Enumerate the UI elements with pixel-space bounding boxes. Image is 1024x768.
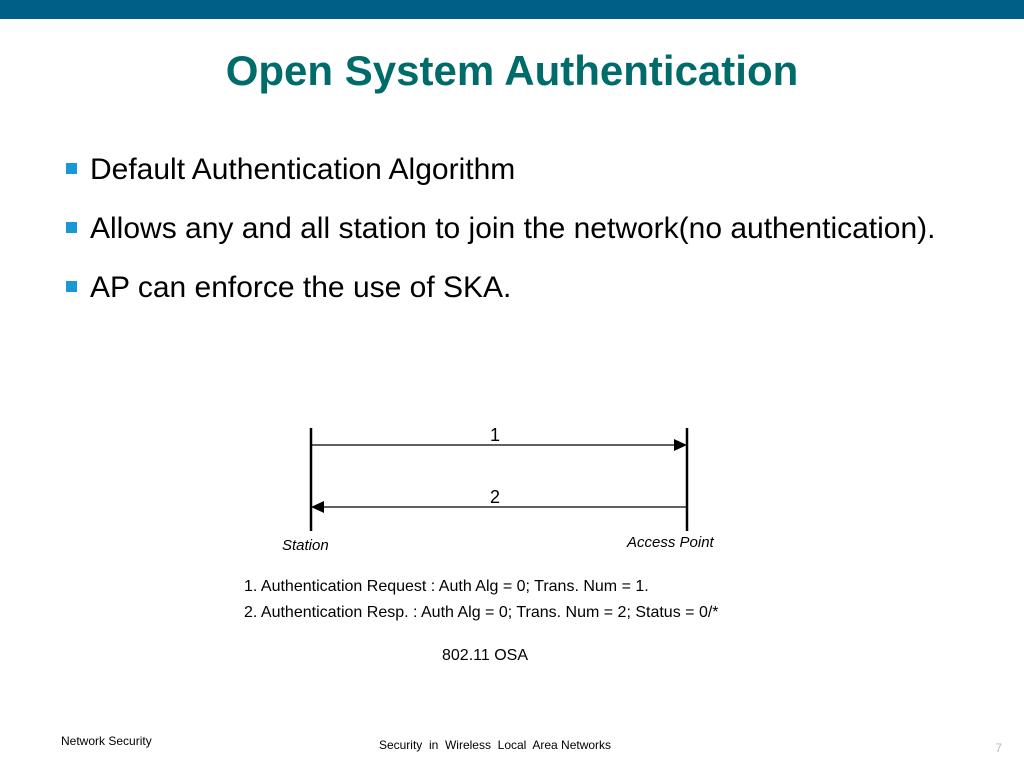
square-bullet-icon [66,281,77,292]
bullet-item: Allows any and all station to join the n… [62,209,962,248]
station-label: Station [282,537,329,554]
square-bullet-icon [66,163,77,174]
footer-topic: Security in Wireless Local Area Networks [378,738,612,752]
step-2-text: 2. Authentication Resp. : Auth Alg = 0; … [244,604,719,621]
arrow-2-label: 2 [490,487,500,507]
arrow-1-label: 1 [490,425,500,445]
footer-course-name: Network Security [61,734,152,748]
bullet-text: AP can enforce the use of SKA. [90,271,512,304]
bullet-item: AP can enforce the use of SKA. [62,268,962,307]
page-number: 7 [995,741,1002,755]
bullet-item: Default Authentication Algorithm [62,150,962,189]
top-bar [0,0,1024,19]
osa-sequence-diagram: 1 2 Station Access Point 1. Authenticati… [230,415,830,675]
square-bullet-icon [66,222,77,233]
bullet-list: Default Authentication Algorithm Allows … [62,150,962,327]
diagram-caption: 802.11 OSA [442,647,528,664]
bullet-text: Default Authentication Algorithm [90,153,516,186]
step-1-text: 1. Authentication Request : Auth Alg = 0… [244,578,649,595]
slide-title: Open System Authentication [225,47,799,94]
access-point-label: Access Point [626,534,715,551]
arrow-1-head [674,439,687,451]
arrow-2-head [311,501,324,513]
bullet-text: Allows any and all station to join the n… [90,212,936,245]
sequence-diagram-svg: 1 2 Station Access Point 1. Authenticati… [244,425,719,664]
